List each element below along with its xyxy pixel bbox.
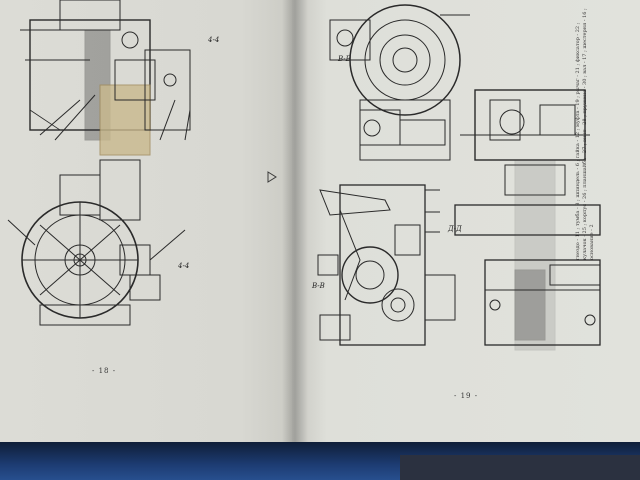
figure-label-d: B-B — [312, 282, 325, 290]
top-left-assembly-drawing — [20, 0, 191, 156]
right-page — [292, 0, 640, 452]
figure-label-e: Д-Д — [448, 225, 462, 233]
figure-label-b: 4-4 — [178, 262, 190, 270]
book-gutter — [282, 0, 308, 452]
vertical-section-drawing — [454, 159, 601, 351]
right-page-number: - 19 - — [454, 392, 479, 400]
lever-mechanism-drawing — [317, 184, 456, 346]
figure-label-a: 4-4 — [208, 36, 220, 44]
housing-block-drawing — [460, 89, 590, 161]
cam-wheel-drawing — [329, 4, 470, 161]
rotated-parts-list: гнездо - 11 ; тумба - 8 ; шпиндель - 6 ;… — [575, 8, 595, 260]
table-edge — [400, 455, 640, 480]
circular-plate-drawing — [7, 159, 186, 326]
left-page-number: - 18 - — [92, 367, 117, 375]
triangle-mark — [267, 171, 277, 183]
figure-label-c: B-B — [338, 55, 351, 63]
